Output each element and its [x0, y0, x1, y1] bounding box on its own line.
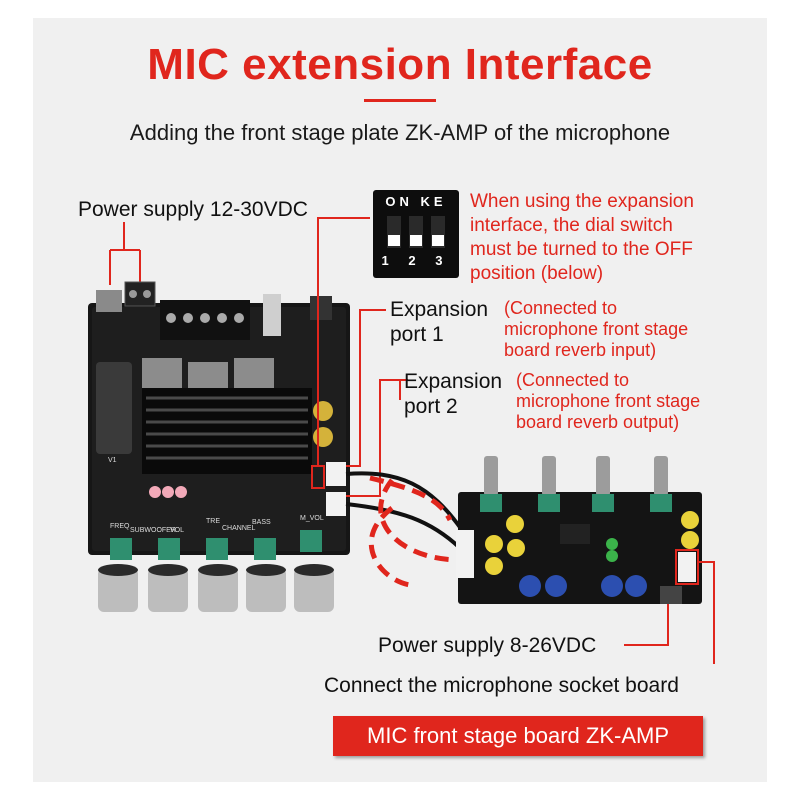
port1-note: (Connected to microphone front stage boa… [504, 298, 688, 361]
dip-note-line: When using the expansion [470, 191, 694, 212]
port2-label: Expansion port 2 [404, 369, 502, 419]
dip-switch: ON KE 1 2 3 [373, 190, 459, 278]
silk-vol: VOL [170, 527, 184, 534]
power-main-label: Power supply 12-30VDC [78, 198, 308, 221]
dip-switch-lever-2 [409, 216, 423, 248]
port1-label: Expansion port 1 [390, 297, 488, 347]
amp-knobs [98, 564, 334, 612]
port1-note-line: board reverb input) [504, 340, 657, 360]
dip-switch-top-label: ON KE [385, 194, 447, 209]
amplifier-board: V1 FREQ SUBWOOFER VOL TRE CHANNEL BASS M… [88, 281, 350, 612]
silk-channel: CHANNEL [222, 525, 256, 532]
port2-note-line: board reverb output) [516, 412, 680, 432]
dip-switch-lever-3 [431, 216, 445, 248]
port1-note-line: (Connected to [504, 298, 618, 318]
dip-note-line: position (below) [470, 263, 604, 284]
dip-note-line: interface, the dial switch [470, 215, 673, 236]
port1-label-line: Expansion [390, 298, 489, 321]
power-mic-label: Power supply 8-26VDC [378, 634, 597, 657]
cables [345, 471, 464, 588]
dip-switch-lever-1 [387, 216, 401, 248]
port2-note-line: microphone front stage [516, 391, 701, 411]
mic-socket-label: Connect the microphone socket board [324, 674, 679, 697]
dip-switch-bottom-label: 1 2 3 [381, 253, 451, 268]
port1-label-line: port 1 [390, 323, 444, 346]
title-underline [364, 99, 436, 102]
mic-board [456, 456, 702, 604]
silk-freq: FREQ [110, 523, 130, 530]
page-subtitle: Adding the front stage plate ZK-AMP of t… [129, 120, 671, 145]
port1-note-line: microphone front stage [504, 319, 689, 339]
silk-bass: BASS [252, 519, 271, 526]
silk-subwoofer: SUBWOOFER [130, 527, 176, 534]
bottom-pointers [624, 561, 715, 664]
product-badge: MIC front stage board ZK-AMP [333, 716, 703, 756]
port2-note-line: (Connected to [516, 370, 630, 390]
silk-mvol: M_VOL [300, 515, 324, 522]
power-main-pointer [109, 222, 141, 285]
silk-v1: V1 [108, 457, 117, 464]
silk-tre: TRE [206, 518, 220, 525]
pointer-lines [317, 217, 408, 497]
dip-switch-note: When using the expansion interface, the … [470, 190, 694, 286]
port2-label-line: Expansion [404, 370, 503, 393]
port2-note: (Connected to microphone front stage boa… [516, 370, 700, 433]
port2-label-line: port 2 [404, 395, 458, 418]
page-title: MIC extension Interface [147, 40, 653, 89]
dip-note-line: must be turned to the OFF [470, 239, 693, 260]
